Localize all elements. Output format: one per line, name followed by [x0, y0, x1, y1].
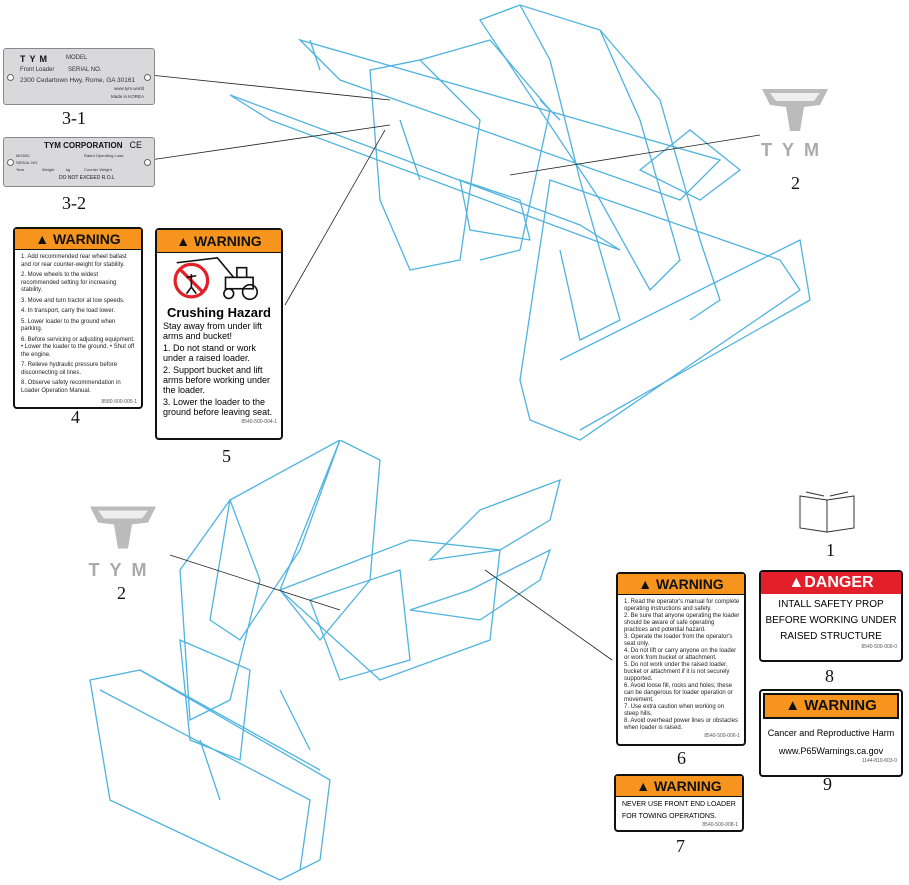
decal-line: www.P65Warnings.ca.gov: [778, 746, 884, 756]
decal-code: 8540-500-009-0: [861, 644, 897, 650]
decal-header: ▲ WARNING: [618, 574, 744, 595]
plate-year: Year: [16, 167, 25, 172]
decal-item: 8. Observe safety recommendation in Load…: [21, 380, 121, 394]
decal-header-text: WARNING: [194, 233, 262, 249]
loader-drawing-bottom: [89, 440, 561, 881]
decal-item: 7. Relieve hydraulic pressure before dis…: [21, 362, 118, 376]
decal-item: 6. Avoid loose fill, rocks and holes; th…: [624, 683, 733, 703]
decal-header-text: WARNING: [656, 576, 724, 592]
decal-code: 8540-500-006-1: [704, 733, 740, 739]
tym-emblem-icon: [89, 506, 156, 549]
decal-line: INTALL SAFETY PROP: [778, 599, 884, 610]
callout-7: 7: [676, 836, 685, 856]
decal-item: 1. Add recommended rear wheel ballast an…: [21, 254, 127, 268]
decal-line: BEFORE WORKING UNDER: [765, 615, 897, 626]
callout-9: 9: [823, 774, 832, 794]
decal-header: ▲ WARNING: [616, 776, 742, 797]
callout-6: 6: [677, 748, 686, 768]
decal-item: 3. Lower the loader to the ground before…: [163, 397, 273, 417]
decal-header: ▲DANGER: [761, 572, 901, 594]
decal-code: 1144-810-603-0: [861, 758, 897, 764]
decal-intro: Stay away from under lift arms and bucke…: [163, 321, 263, 341]
callout-8: 8: [825, 666, 834, 686]
crushing-hazard-pictogram: [173, 257, 258, 301]
callout-3-2: 3-2: [62, 193, 86, 213]
warning-decal-5: ▲ WARNING Crushing Hazard Stay away from…: [155, 228, 283, 440]
decal-item: 2. Be sure that anyone operating the loa…: [624, 613, 740, 633]
decal-item: 5. Lower loader to the ground when parki…: [21, 318, 116, 333]
tym-emblem-icon: [762, 89, 828, 131]
plate-brand: TYM: [20, 54, 51, 64]
danger-decal-8: ▲DANGER INTALL SAFETY PROP BEFORE WORKIN…: [759, 570, 903, 662]
manual-book-icon: [799, 491, 855, 533]
plate-rated-load: Rated Operating Load: [84, 153, 124, 158]
serial-plate-3-2: TYM CORPORATION CE MODEL SERIAL NO. Year…: [3, 137, 155, 187]
warning-decal-7: ▲ WARNING NEVER USE FRONT END LOADER FOR…: [614, 774, 744, 832]
plate-origin: Made in KOREA: [110, 94, 144, 99]
plate-model: MODEL: [16, 153, 31, 158]
decal-header: ▲ WARNING: [157, 230, 281, 253]
tym-wordmark: TYM: [761, 140, 829, 160]
decal-header-text: WARNING: [654, 778, 722, 794]
decal-line: NEVER USE FRONT END LOADER: [622, 801, 736, 808]
decal-title: Crushing Hazard: [166, 305, 271, 320]
decal-line: FOR TOWING OPERATIONS.: [622, 813, 717, 820]
tym-logo-top: TYM: [750, 85, 840, 161]
decal-code: 8540-500-004-1: [241, 419, 277, 425]
decal-item: 5. Do not work under the raised loader, …: [624, 662, 730, 682]
decal-item: 3. Operate the loader from the operator'…: [624, 634, 733, 647]
decal-item: 3. Move and turn tractor at low speeds.: [21, 297, 125, 304]
callout-2-bottom: 2: [117, 583, 126, 603]
decal-item: 2. Move wheels to the widest recommended…: [21, 272, 117, 293]
callout-1: 1: [826, 540, 835, 560]
plate-serial: SERIAL NO.: [68, 67, 102, 73]
plate-address: 2300 Cedartown Hwy, Rome, GA 30161: [20, 77, 136, 84]
decal-header: ▲ WARNING: [763, 693, 899, 719]
loader-drawing-top: [229, 4, 811, 441]
plate-weight: Weight: [42, 167, 55, 172]
decal-item: 4. In transport, carry the load lower.: [21, 308, 116, 314]
warning-decal-4: ▲ WARNING 1. Add recommended rear wheel …: [13, 227, 143, 409]
decal-item: 8. Avoid overhead power lines or obstacl…: [624, 718, 738, 731]
decal-code: 8540-500-008-1: [702, 822, 738, 828]
decal-header: ▲ WARNING: [15, 229, 141, 250]
plate-product: Front Loader: [20, 67, 55, 73]
plate-kg: kg: [66, 167, 71, 172]
plate-serial: SERIAL NO.: [16, 160, 39, 165]
decal-item: 1. Do not stand or work under a raised l…: [163, 343, 257, 363]
decal-item: 2. Support bucket and lift arms before w…: [163, 365, 271, 395]
decal-line: Cancer and Reproductive Harm: [767, 728, 895, 738]
callout-2-top: 2: [791, 173, 800, 193]
decal-line: RAISED STRUCTURE: [780, 631, 882, 642]
decal-item: 6. Before servicing or adjusting equipme…: [21, 336, 135, 358]
decal-item: 1. Read the operator's manual for comple…: [624, 599, 740, 612]
decal-item: 7. Use extra caution when working on ste…: [624, 704, 725, 717]
plate-title: TYM CORPORATION: [44, 141, 123, 150]
decal-code: 8580-500-005-1: [101, 399, 137, 405]
plate-warning: DO NOT EXCEED R.O.L: [59, 175, 115, 181]
ce-mark: CE: [129, 140, 142, 150]
callout-4: 4: [71, 407, 80, 427]
tym-wordmark: TYM: [88, 560, 157, 580]
serial-plate-3-1: TYM MODEL Front Loader SERIAL NO. 2300 C…: [3, 48, 155, 105]
callout-5: 5: [222, 446, 231, 466]
plate-model: MODEL: [66, 55, 88, 61]
decal-item: 4. Do not lift or carry anyone on the lo…: [624, 648, 737, 661]
callout-3-1: 3-1: [62, 108, 86, 128]
tym-logo-bottom: TYM: [75, 500, 170, 581]
warning-decal-6: ▲ WARNING 1. Read the operator's manual …: [616, 572, 746, 746]
decal-header-text: DANGER: [804, 574, 874, 591]
plate-web: www.tym.world: [113, 86, 144, 91]
decal-header-text: WARNING: [804, 697, 877, 714]
decal-header-text: WARNING: [53, 231, 121, 247]
warning-decal-9: ▲ WARNING Cancer and Reproductive Harm w…: [759, 689, 903, 777]
plate-counter-weight: Counter Weight: [84, 167, 112, 172]
